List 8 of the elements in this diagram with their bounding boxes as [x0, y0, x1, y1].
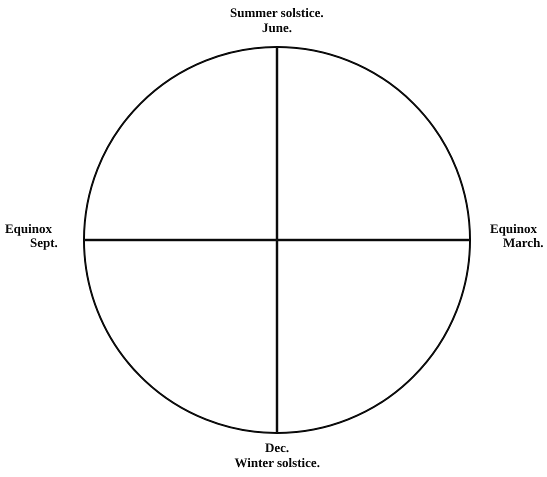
diagram-label: June. — [262, 20, 292, 35]
diagram-label: Equinox — [490, 221, 537, 236]
diagram-label: Dec. — [265, 440, 290, 455]
diagram-label: Winter solstice. — [234, 455, 320, 470]
diagram-label: March. — [503, 235, 544, 250]
diagram-label: Summer solstice. — [230, 5, 324, 20]
diagram-label: Sept. — [30, 235, 58, 250]
diagram-label: Equinox — [5, 221, 52, 236]
